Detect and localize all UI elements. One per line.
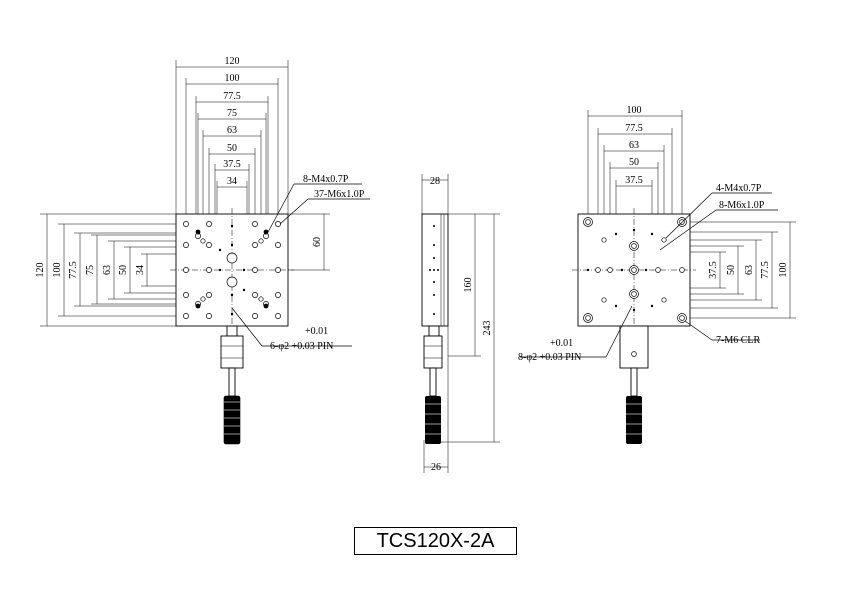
left-dim-100: 100 xyxy=(52,263,63,278)
bottom-view-micrometer xyxy=(619,325,649,444)
top-view-left-dimensions: 120 100 77.5 75 63 50 34 xyxy=(35,213,215,327)
side-dim-160: 160 xyxy=(463,278,474,293)
clr-spec: 7-M6 CLR xyxy=(716,335,761,346)
bottom-right-dim-37-5: 37.5 xyxy=(708,261,719,279)
bottom-right-dim-77-5: 77.5 xyxy=(760,261,771,279)
bottom-pin-spec: 8-φ2 +0.03 PIN xyxy=(518,352,581,363)
left-dim-50: 50 xyxy=(118,265,129,275)
side-view-micrometer xyxy=(423,325,443,444)
side-view-holes xyxy=(429,225,439,315)
top-dim-77-5: 77.5 xyxy=(223,91,241,102)
top-view-callouts: 8-M4x0.7P 37-M6x1.0P +0.01 6-φ2 +0.03 PI… xyxy=(231,174,370,352)
top-dim-100: 100 xyxy=(225,73,240,84)
top-dim-37-5: 37.5 xyxy=(223,159,241,170)
bottom-right-dim-50: 50 xyxy=(726,265,737,275)
pin-spec: 6-φ2 +0.03 PIN xyxy=(270,341,333,352)
bottom-view-callouts: 4-M4x0.7P 8-M6x1.0P +0.01 8-φ2 +0.03 PIN… xyxy=(518,183,778,363)
bottom-right-dim-63: 63 xyxy=(744,265,755,275)
top-dim-63: 63 xyxy=(227,125,237,136)
bottom-view: 100 77.5 63 50 37.5 xyxy=(518,105,796,444)
left-dim-63: 63 xyxy=(102,265,113,275)
bottom-callout-m6-holes: 8-M6x1.0P xyxy=(719,200,765,211)
right-dim-60: 60 xyxy=(312,237,323,247)
bottom-pin-tolerance: +0.01 xyxy=(550,338,573,349)
pin-tolerance: +0.01 xyxy=(305,326,328,337)
bottom-view-holes xyxy=(583,217,687,323)
bottom-callout-m4-holes: 4-M4x0.7P xyxy=(716,183,762,194)
model-title: TCS120X-2A xyxy=(354,527,517,555)
bottom-view-top-dimensions: 100 77.5 63 50 37.5 xyxy=(587,105,683,252)
side-dim-243: 243 xyxy=(482,321,493,336)
bottom-top-dim-63: 63 xyxy=(629,140,639,151)
left-dim-34: 34 xyxy=(135,265,146,275)
bottom-top-dim-77-5: 77.5 xyxy=(625,123,643,134)
top-dim-50: 50 xyxy=(227,143,237,154)
top-view: 120 100 77.5 75 63 50 37.5 34 xyxy=(35,56,370,445)
side-dim-26: 26 xyxy=(431,462,441,473)
callout-m4-holes: 8-M4x0.7P xyxy=(303,174,349,185)
bottom-top-dim-100: 100 xyxy=(627,105,642,116)
top-view-micrometer xyxy=(220,325,244,445)
bottom-top-dim-37-5: 37.5 xyxy=(625,175,643,186)
top-dim-34: 34 xyxy=(227,176,237,187)
bottom-top-dim-50: 50 xyxy=(629,157,639,168)
callout-m6-holes: 37-M6x1.0P xyxy=(314,189,365,200)
side-view: 28 160 243 26 xyxy=(421,174,500,473)
left-dim-75: 75 xyxy=(85,265,96,275)
top-dim-120: 120 xyxy=(225,56,240,67)
side-dim-28: 28 xyxy=(430,176,440,187)
left-dim-77-5: 77.5 xyxy=(68,261,79,279)
top-dim-75: 75 xyxy=(227,108,237,119)
top-view-holes xyxy=(183,221,281,319)
left-dim-120: 120 xyxy=(35,263,46,278)
bottom-right-dim-100: 100 xyxy=(778,263,789,278)
